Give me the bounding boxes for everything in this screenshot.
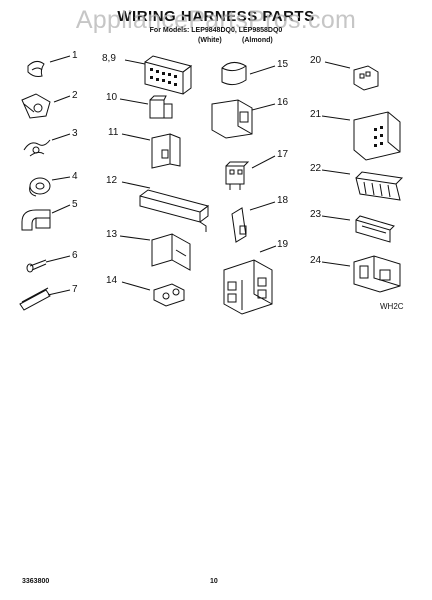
variant-white: (White) [198,37,222,44]
part-21-housing [353,111,401,161]
callout-17: 17 [277,149,289,160]
part-13-housing [151,233,191,271]
callout-12: 12 [106,175,118,186]
callout-14: 14 [106,275,118,286]
part-12-strip [139,189,210,232]
part-15-sleeve [221,62,247,86]
callout-11: 11 [108,127,119,138]
part-4-grommet [29,177,51,197]
callout-19: 19 [277,239,289,250]
callout-7: 7 [72,284,78,295]
footer-part-number: 3363800 [22,578,50,585]
callout-16: 16 [277,97,289,108]
part-22-connector [355,171,404,201]
part-18-latch [231,207,247,243]
callout-13: 13 [106,229,118,240]
diagram-code: WH2C [380,302,404,311]
part-14-plug [153,283,185,307]
callout-24: 24 [310,255,322,266]
callout-15: 15 [277,59,289,70]
callout-3: 3 [72,128,78,139]
callout-8-9: 8,9 [102,53,116,64]
part-24-housing [353,255,401,293]
part-2-bracket [21,93,51,119]
part-16-housing [211,99,253,139]
part-3-spring-clip [23,139,51,157]
leader-lines [45,55,351,296]
callout-20: 20 [310,55,322,66]
callout-18: 18 [277,195,289,206]
part-7-strip [19,287,51,311]
part-20-connector [353,65,379,91]
callout-5: 5 [72,199,78,210]
watermark: AppliancePartsPros.com [75,6,357,34]
part-10-connector [149,95,173,119]
variant-almond: (Almond) [242,37,273,44]
callout-21: 21 [310,109,322,120]
part-1-clip [27,60,45,77]
callout-4: 4 [72,171,78,182]
callout-1: 1 [72,50,78,61]
part-19-block [223,259,273,315]
callout-10: 10 [106,92,118,103]
callout-2: 2 [72,90,78,101]
part-17-connector [225,161,250,190]
footer-page-number: 10 [210,578,218,585]
part-6-screw [26,259,47,273]
part-5-tie-clamp [21,209,51,231]
part-11-housing [151,133,181,169]
part-23-connector [355,215,395,243]
callout-23: 23 [310,209,322,220]
callout-22: 22 [310,163,322,174]
page-title: WIRING HARNESS PARTS [117,8,315,25]
models-line: For Models: LEP9848DQ0, LEP9858DQ0 [149,27,283,34]
part-8-9-connector [144,55,193,95]
callout-6: 6 [72,250,78,261]
